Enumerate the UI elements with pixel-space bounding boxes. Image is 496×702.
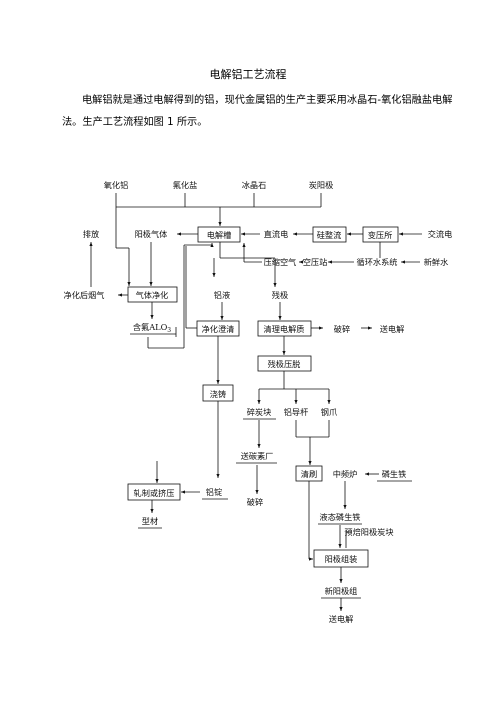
spent-anode-press-label: 残极压脱 (268, 359, 301, 369)
raw-anode-label: 炭阳极 (309, 180, 334, 190)
substation-box (362, 226, 399, 243)
phosphorus-iron-label: 磷生铁 (382, 469, 407, 479)
to-carbon-plant-label: 送碳素厂 (241, 451, 274, 461)
brushing-label: 清刷 (301, 469, 317, 479)
raw-fluoride-label: 氟化盐 (173, 180, 198, 190)
gas-purification-label: 气体净化 (136, 290, 169, 300)
purify-clarify-label: 净化澄清 (202, 324, 235, 334)
cleaned-flue-gas-label: 净化后烟气 (64, 290, 105, 300)
spent-anode-label: 残极 (272, 290, 288, 300)
compressed-air-label: 压缩空气 (264, 257, 297, 267)
al-guide-rod-label: 铝导杆 (284, 407, 309, 417)
intro-paragraph: 电解铝就是通过电解得到的铝，现代金属铝的生产主要采用冰晶石-氧化铝融盐电解法。生… (62, 95, 453, 128)
carbon-scrap-label: 碎炭块 (247, 407, 272, 417)
substation-label: 变压所 (368, 230, 393, 240)
spent-anode-press-box (257, 355, 312, 372)
circulating-water-label: 循环水系统 (357, 257, 398, 267)
raw-cryolite-label: 冰晶石 (242, 180, 267, 190)
electrolytic-cell-label: 电解槽 (207, 230, 232, 240)
rectifier-label: 硅整流 (317, 230, 342, 240)
anode-gas-label: 阳极气体 (135, 229, 168, 239)
fresh-water-label: 新鲜水 (424, 257, 449, 267)
air-compressor-label: 空压站 (303, 257, 328, 267)
prebaked-anode-label: 预焙阳极炭块 (344, 527, 393, 537)
crush-2-label: 破碎 (247, 497, 263, 507)
new-anode-group-label: 新阳极组 (325, 586, 358, 596)
dc-power-label: 直流电 (264, 229, 289, 239)
fluorinated-alumina-label: 含氟ALO3 (133, 322, 171, 334)
emission-label: 排放 (83, 229, 99, 239)
send-electrolysis-2-label: 送电解 (329, 614, 354, 624)
clean-electrolyte-label: 清理电解质 (264, 324, 305, 334)
crush-1-label: 破碎 (334, 324, 350, 334)
electrolytic-cell-box (197, 226, 241, 243)
rolling-extrusion-label: 轧制或挤压 (134, 488, 175, 498)
clean-electrolyte-box (257, 320, 312, 337)
gas-purification-box (127, 286, 178, 303)
mid-freq-furnace-label: 中频炉 (333, 469, 358, 479)
casting-label: 浇铸 (210, 389, 226, 399)
raw-material-collector-lines (115, 193, 322, 226)
document-title: 电解铝工艺流程 (209, 68, 287, 81)
steel-claw-label: 钢爪 (321, 407, 337, 417)
al-ingot-label: 铝锭 (206, 487, 222, 497)
liquid-phosphorus-iron-label: 液态磷生铁 (320, 512, 361, 522)
send-electrolysis-1-label: 送电解 (380, 324, 405, 334)
anode-assembly-label: 阳极组装 (325, 554, 358, 564)
rolling-extrusion-box (127, 483, 181, 501)
profile-label: 型材 (142, 516, 158, 526)
molten-al-label: 铝液 (214, 290, 230, 300)
raw-alumina-label: 氧化铝 (104, 180, 129, 190)
rectifier-box (312, 226, 347, 243)
ac-power-label: 交流电 (428, 229, 453, 239)
